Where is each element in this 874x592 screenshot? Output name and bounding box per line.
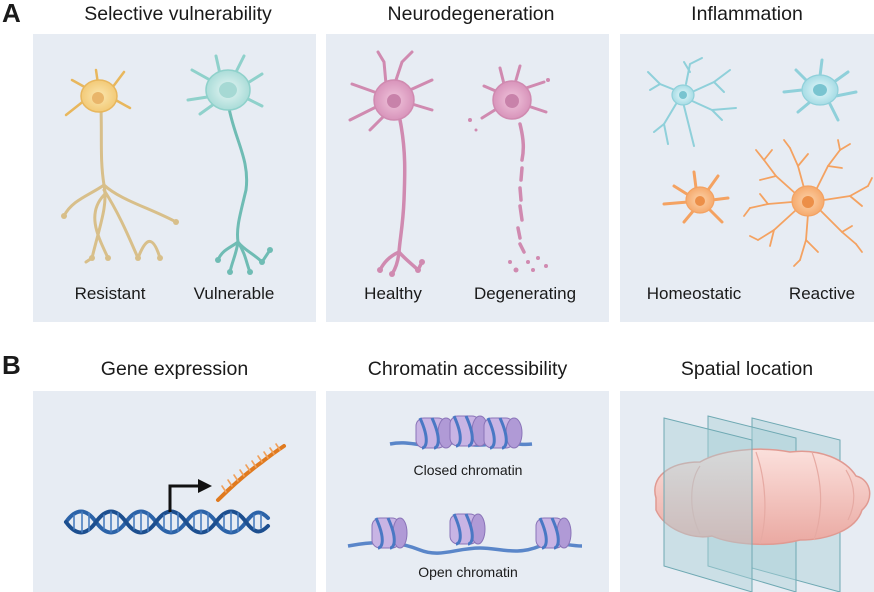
closed-nucleosome-2 (449, 415, 489, 448)
transcription-arrow (168, 479, 212, 512)
spatial-plane-front (663, 417, 753, 592)
label-vulnerable: Vulnerable (193, 284, 275, 303)
resistant-neuron (62, 106, 178, 264)
reactive-microglia-nucleus (802, 196, 814, 208)
label-closed-chromatin: Closed chromatin (413, 462, 523, 478)
homeostatic-microglia-small (647, 57, 737, 147)
healthy-neuron-terminals (377, 259, 425, 277)
healthy-neuron-nucleus (387, 94, 401, 108)
open-chromatin (347, 513, 583, 555)
dna-helix (64, 509, 270, 535)
orange-cell-small-nucleus (695, 196, 705, 206)
label-reactive: Reactive (788, 284, 856, 303)
open-nucleosome-1 (371, 517, 408, 550)
cyan-cell-right-nucleus (813, 84, 827, 96)
title-neurodegeneration: Neurodegeneration (387, 3, 555, 25)
open-nucleosome-3 (535, 517, 572, 550)
degenerating-neuron-fragments (468, 78, 550, 273)
vulnerable-neuron (216, 106, 272, 274)
panel-neurodegeneration (326, 34, 609, 322)
label-open-chromatin: Open chromatin (418, 564, 518, 580)
resistant-neuron-terminals (61, 213, 179, 261)
reactive-microglia (743, 139, 873, 267)
label-healthy: Healthy (364, 284, 422, 303)
title-spatial-location: Spatial location (680, 358, 814, 380)
title-chromatin-accessibility: Chromatin accessibility (367, 358, 568, 380)
closed-nucleosome-1 (415, 417, 455, 450)
open-nucleosome-2 (449, 513, 486, 546)
resistant-neuron-nucleus (92, 92, 104, 104)
healthy-neuron-dendrites (348, 50, 434, 132)
panel-selective-vulnerability (33, 34, 316, 322)
title-gene-expression: Gene expression (100, 358, 249, 380)
vulnerable-neuron-terminals (215, 247, 273, 275)
closed-chromatin (389, 415, 533, 450)
degenerating-neuron (516, 122, 526, 254)
section-a-letter: A (2, 0, 21, 28)
healthy-neuron (378, 118, 424, 276)
label-homeostatic: Homeostatic (646, 284, 742, 303)
section-b-letter: B (2, 350, 21, 380)
title-inflammation: Inflammation (691, 3, 803, 25)
panel-gene-expression (33, 391, 316, 592)
mrna-strand (216, 443, 286, 502)
label-resistant: Resistant (74, 284, 146, 303)
orange-cell-small (662, 170, 730, 224)
homeostatic-microglia-nucleus (679, 91, 687, 99)
closed-nucleosome-3 (483, 417, 523, 450)
brain (654, 448, 871, 546)
title-selective-vulnerability: Selective vulnerability (84, 3, 272, 25)
cyan-cell-right (782, 58, 858, 122)
vulnerable-neuron-nucleus (219, 82, 237, 98)
degenerating-neuron-nucleus (505, 94, 519, 108)
label-degenerating: Degenerating (473, 284, 577, 303)
